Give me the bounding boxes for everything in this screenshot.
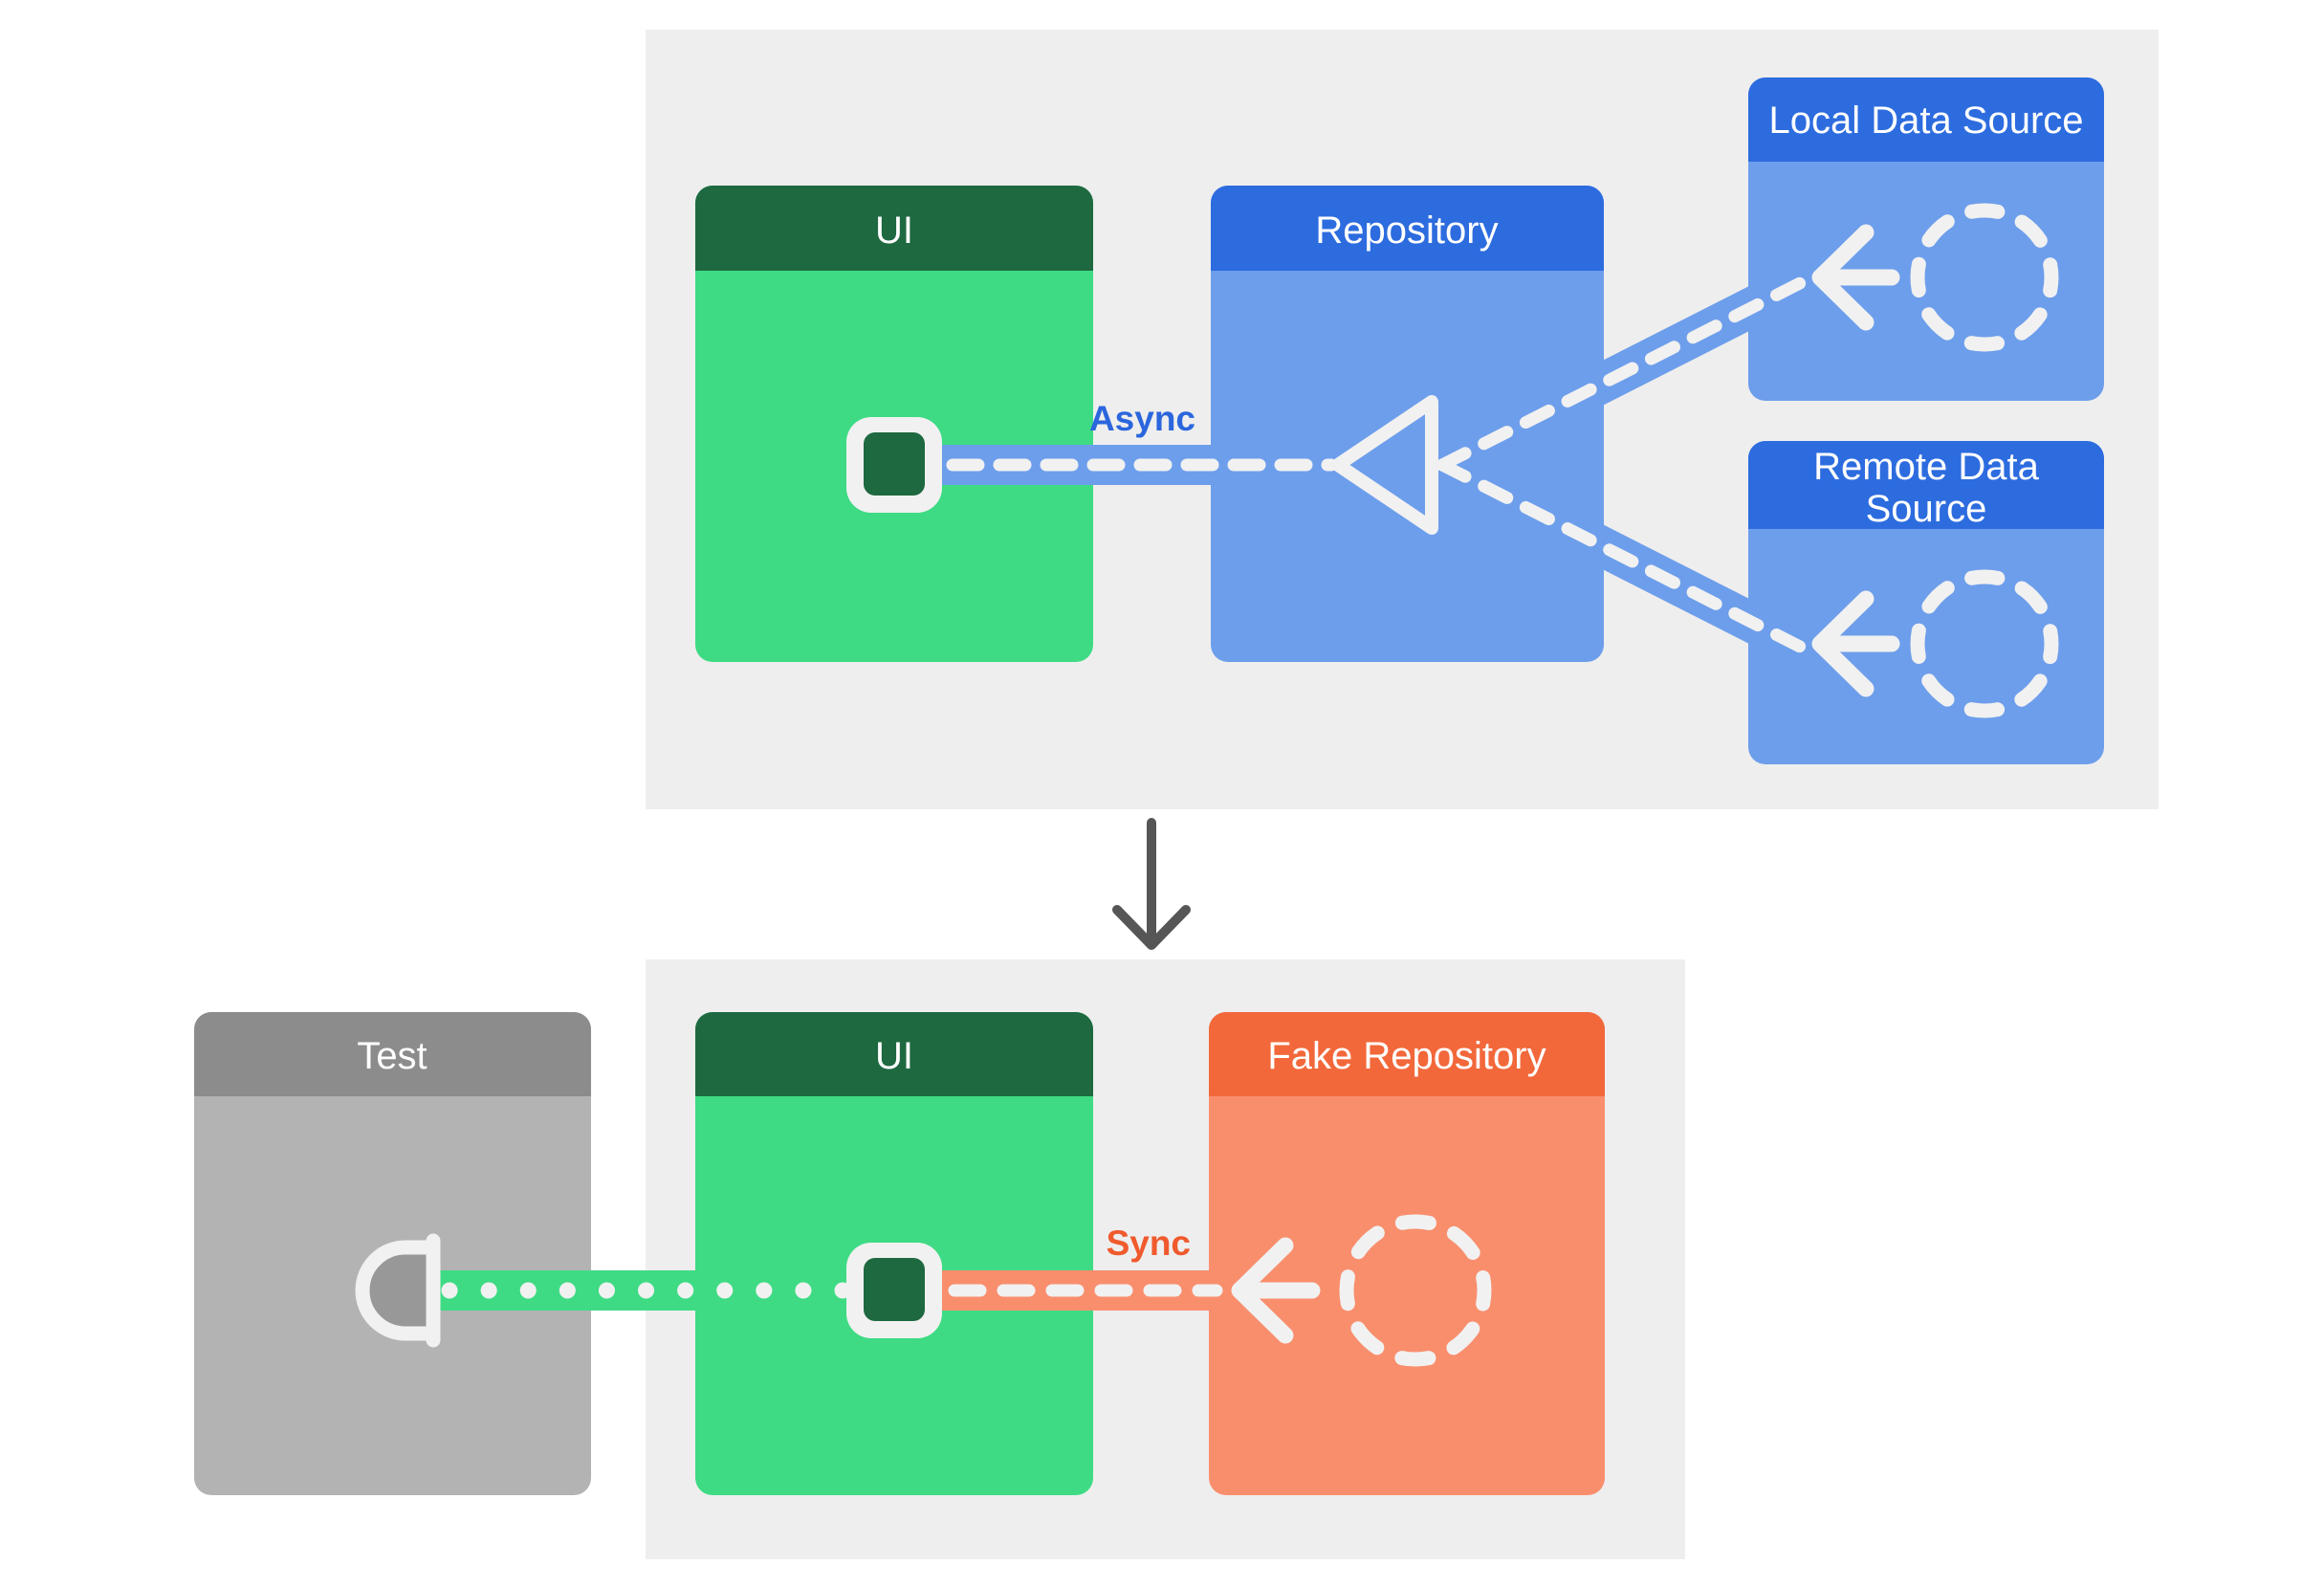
ui-box-title: UI: [875, 209, 913, 252]
repository-local-dashed-line: [1436, 274, 1812, 472]
fake-repository-body: [1209, 1012, 1605, 1495]
local-data-circle-icon: [1910, 203, 2059, 352]
ui-port-test: [846, 1243, 942, 1338]
repository-box-header: [1211, 186, 1604, 271]
ui-port-production: [846, 417, 942, 513]
local-data-source-header: [1748, 77, 2104, 162]
remote-data-source-title-line2: Source: [1866, 488, 1987, 530]
repository-remote-dashed-line: [1436, 458, 1812, 656]
test-box-title: Test: [357, 1035, 427, 1077]
fake-data-circle-icon: [1339, 1214, 1492, 1367]
fake-repository-box: Fake Repository: [1209, 1012, 1605, 1495]
remote-source-arrow-icon: [1811, 590, 1900, 697]
ui-box-test-title: UI: [875, 1035, 913, 1077]
fake-repository-arrow-icon: [1231, 1237, 1321, 1344]
ui-box-header: [695, 186, 1093, 271]
remote-data-source-title-line1: Remote Data: [1813, 446, 2039, 488]
fake-repository-header: [1209, 1012, 1605, 1096]
sync-label: Sync: [1107, 1223, 1191, 1263]
repository-box-title: Repository: [1315, 209, 1498, 252]
fake-repository-title: Fake Repository: [1267, 1035, 1546, 1077]
ui-port-core: [864, 432, 925, 496]
async-label: Async: [1089, 399, 1195, 438]
ui-box-test-header: [695, 1012, 1093, 1096]
remote-data-circle-icon: [1910, 569, 2059, 718]
test-socket-icon: [355, 1233, 441, 1348]
ui-port-test-core: [864, 1258, 925, 1321]
remote-data-source-header: [1748, 441, 2104, 529]
local-data-source-title: Local Data Source: [1768, 99, 2083, 142]
test-socket-cup: [355, 1240, 441, 1341]
merge-triangle-icon: [1331, 395, 1438, 535]
test-box-header: [194, 1012, 591, 1096]
local-source-arrow-icon: [1811, 224, 1900, 331]
panel-transition-down-arrow-icon: [1112, 818, 1191, 950]
